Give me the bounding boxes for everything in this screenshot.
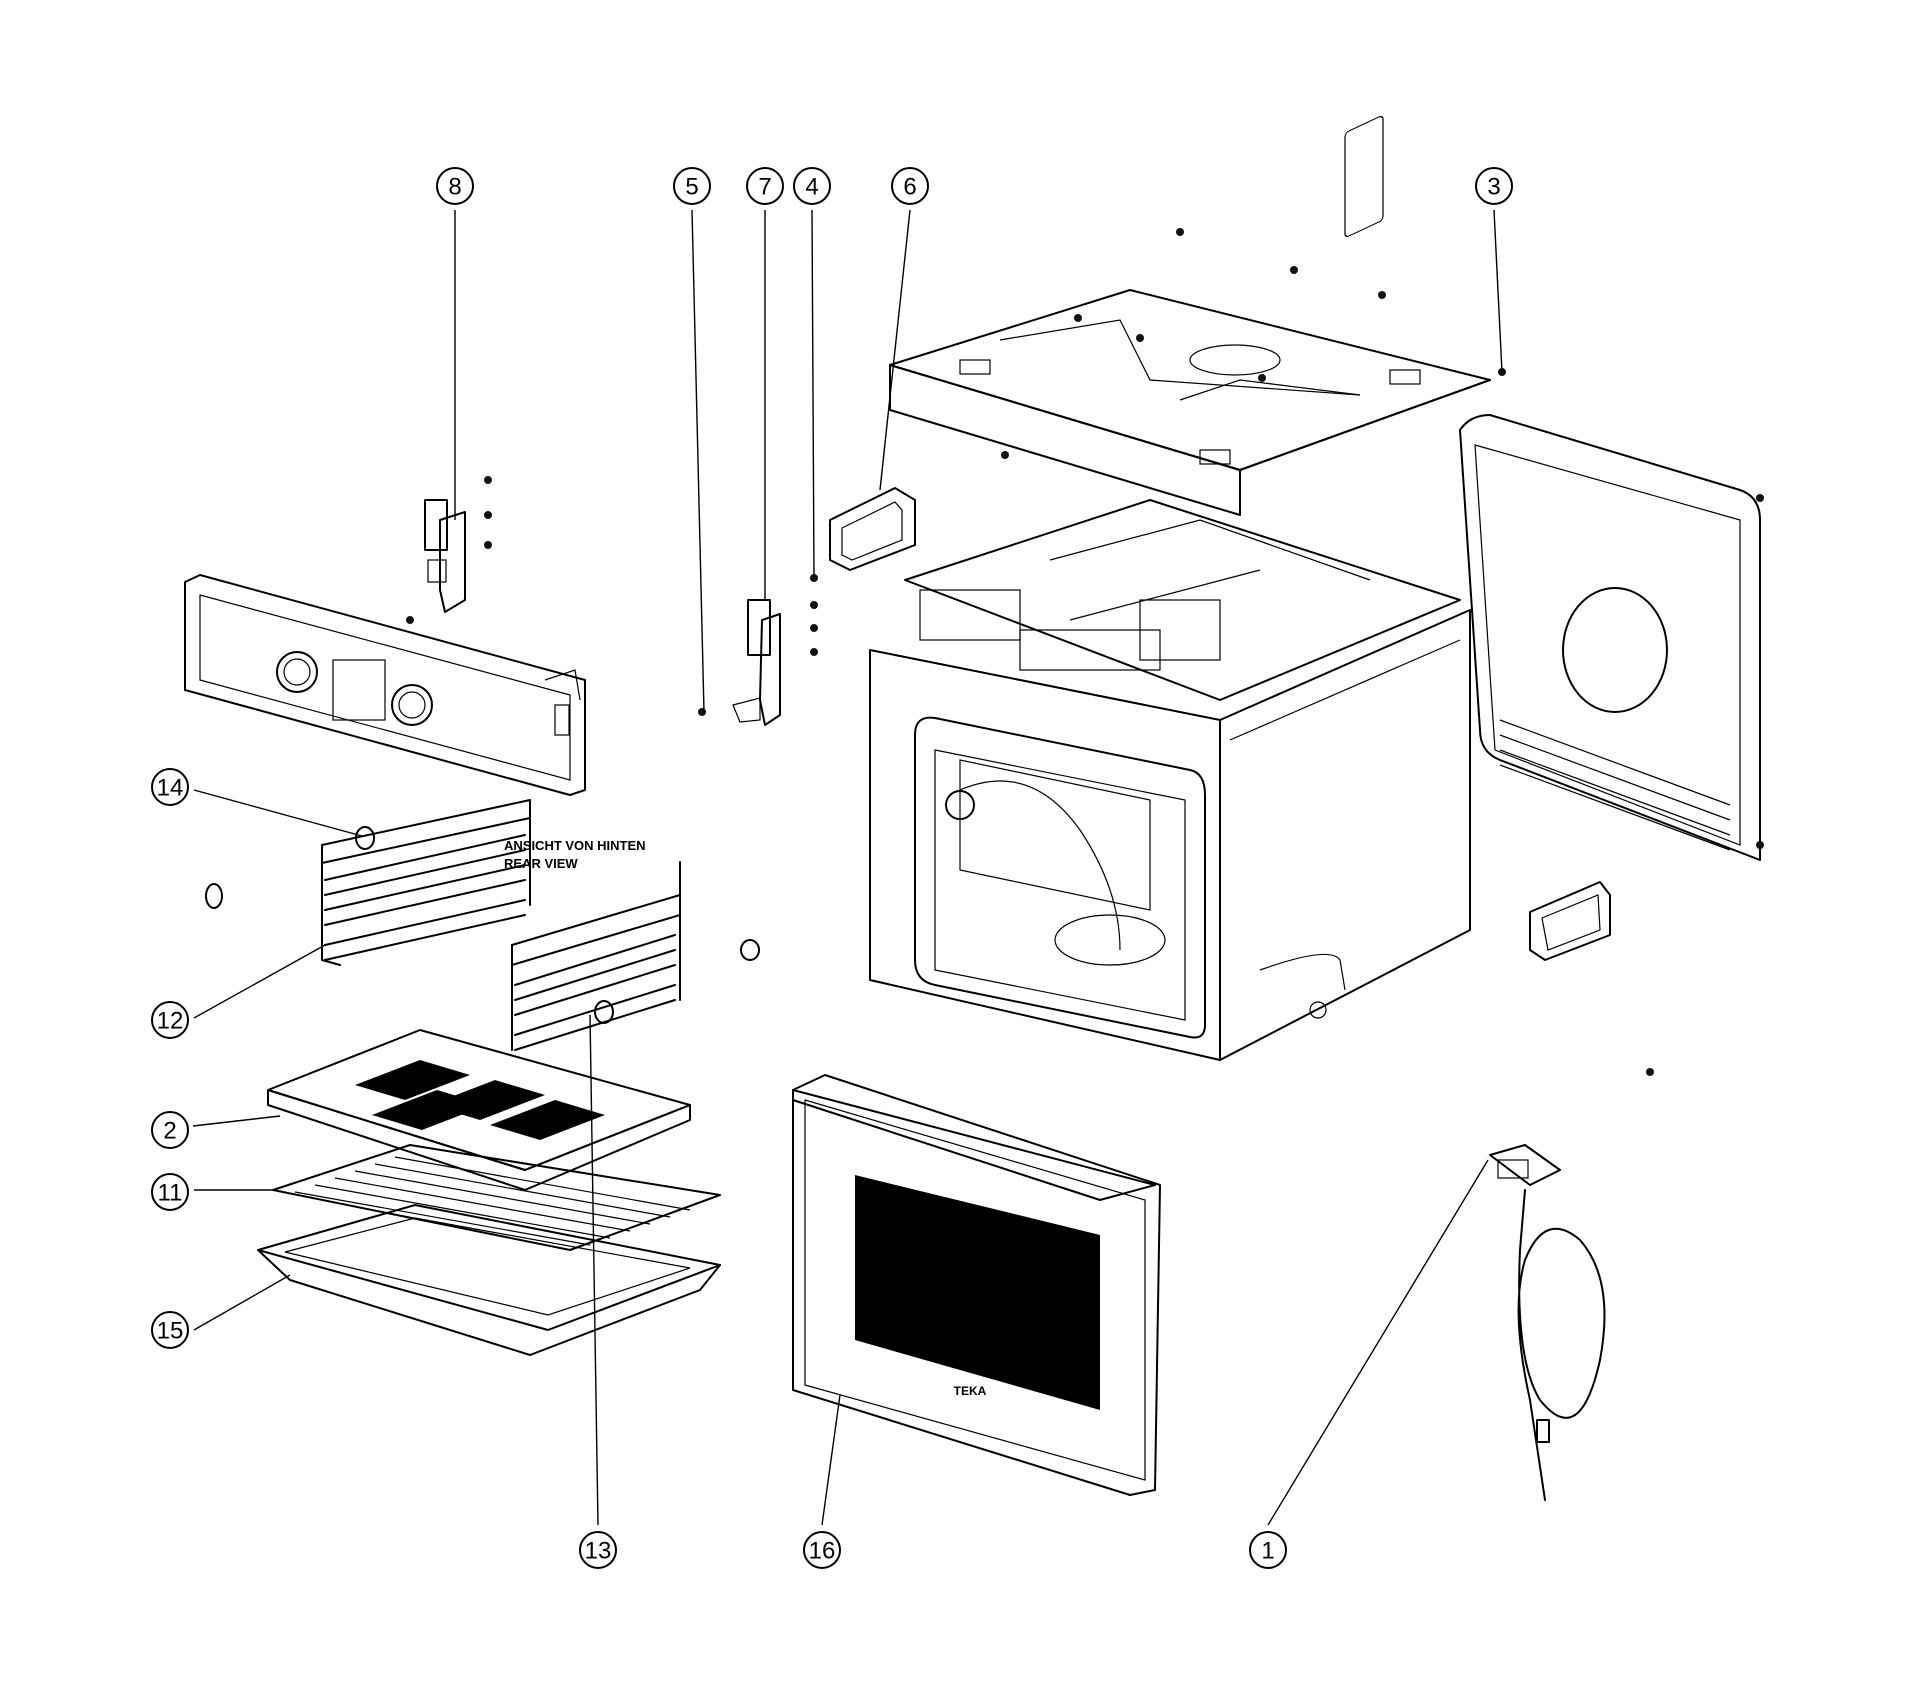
callout-2: 2 xyxy=(151,1111,189,1149)
svg-text:12: 12 xyxy=(157,1008,184,1035)
callout-14: 14 xyxy=(151,768,189,806)
svg-text:15: 15 xyxy=(157,1318,184,1345)
callout-8: 8 xyxy=(436,167,474,205)
svg-text:7: 7 xyxy=(758,174,771,201)
control-panel-fascia xyxy=(184,574,586,796)
svg-text:13: 13 xyxy=(585,1538,612,1565)
top-cover-screws xyxy=(1001,228,1654,1076)
hinge-bracket-left xyxy=(406,476,492,624)
hinge-bracket-right xyxy=(698,574,818,726)
shelf-support-rail-right xyxy=(511,861,681,1051)
wire-rack xyxy=(272,1144,721,1251)
temperature-probe-cable xyxy=(1489,1144,1606,1501)
svg-text:11: 11 xyxy=(158,1180,183,1207)
svg-text:16: 16 xyxy=(809,1538,836,1565)
door-brand-label: TEKA xyxy=(954,1384,987,1398)
callout-3: 3 xyxy=(1475,167,1513,205)
oven-door: TEKA xyxy=(792,1074,1161,1496)
callout-5: 5 xyxy=(673,167,711,205)
callout-11: 11 xyxy=(151,1173,189,1211)
rear-view-note-de: ANSICHT VON HINTEN xyxy=(504,838,646,853)
perforated-tray xyxy=(267,1029,691,1191)
svg-text:4: 4 xyxy=(805,174,818,201)
svg-text:2: 2 xyxy=(163,1118,176,1145)
callout-13: 13 xyxy=(579,1531,617,1569)
callout-16: 16 xyxy=(803,1531,841,1569)
handle-bracket-lower xyxy=(1529,881,1611,961)
leader-lines xyxy=(192,209,1503,1526)
callout-12: 12 xyxy=(151,1001,189,1039)
fixing-nuts xyxy=(205,826,760,1024)
deep-baking-tray xyxy=(257,1204,721,1356)
oven-body xyxy=(869,115,1471,1061)
callout-7: 7 xyxy=(746,167,784,205)
callout-4: 4 xyxy=(793,167,831,205)
svg-text:1: 1 xyxy=(1261,1538,1274,1565)
rear-panel xyxy=(1459,414,1764,861)
svg-text:5: 5 xyxy=(685,174,698,201)
callout-15: 15 xyxy=(151,1311,189,1349)
svg-text:8: 8 xyxy=(448,174,461,201)
svg-text:3: 3 xyxy=(1487,174,1500,201)
handle-bracket-upper xyxy=(829,487,916,571)
shelf-support-rail-left xyxy=(321,799,531,966)
top-cover-panel xyxy=(889,289,1491,516)
callout-6: 6 xyxy=(891,167,929,205)
rear-view-note-en: REAR VIEW xyxy=(504,856,578,871)
rear-panel-vents xyxy=(1499,719,1731,851)
svg-text:14: 14 xyxy=(157,775,184,802)
callout-1: 1 xyxy=(1249,1531,1287,1569)
svg-text:6: 6 xyxy=(903,174,916,201)
